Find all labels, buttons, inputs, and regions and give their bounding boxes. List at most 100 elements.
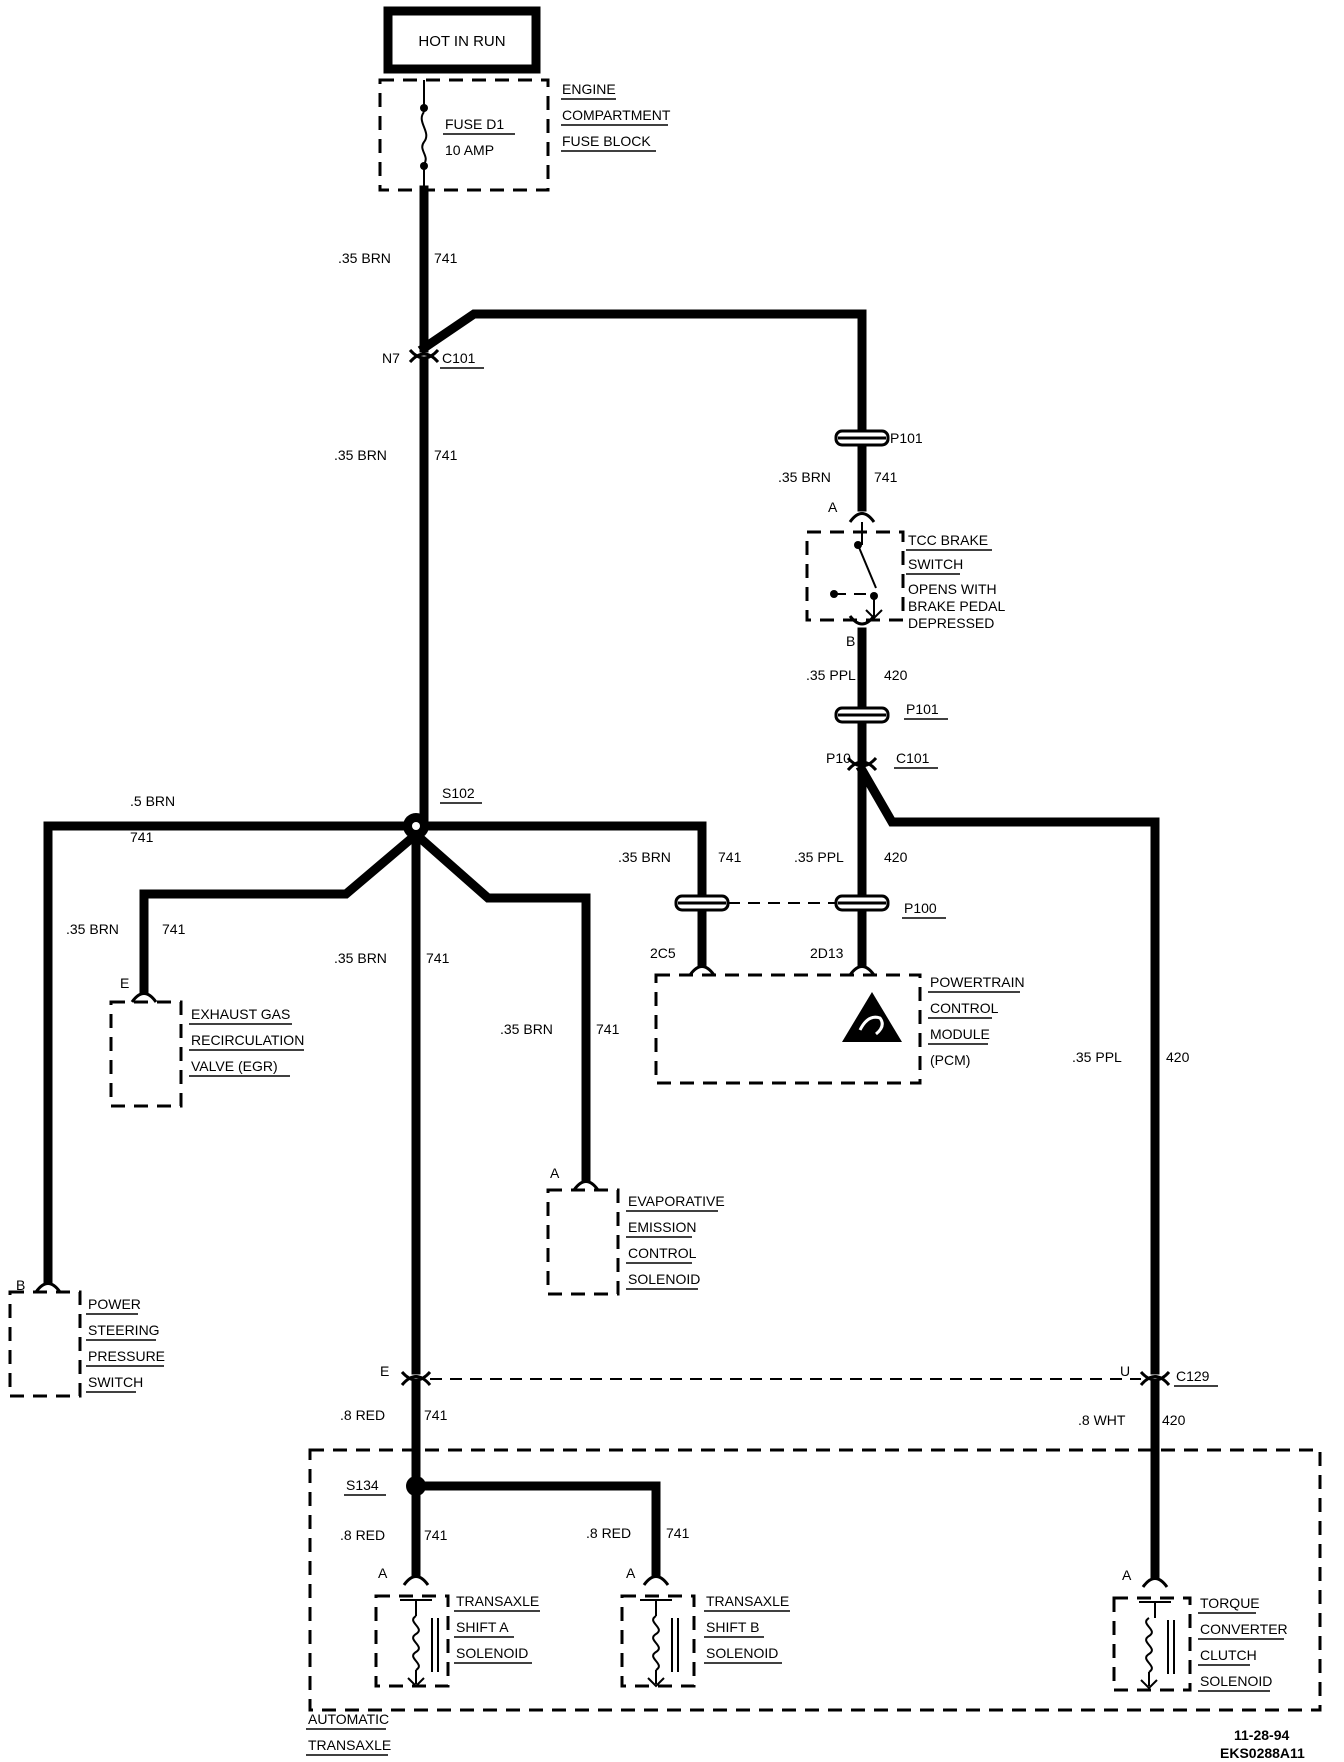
tcc-switch-label-3: OPENS WITH: [908, 581, 997, 597]
tcc-switch-label-5: DEPRESSED: [908, 615, 994, 631]
s102-branches: [43, 813, 707, 1375]
footer-code: EKS0288A11: [1220, 1745, 1305, 1761]
wire-circuit: 420: [1162, 1412, 1186, 1428]
tcc-pin-a: A: [828, 499, 838, 515]
tcc-switch-label-2: SWITCH: [908, 556, 963, 572]
egr-pin-e: E: [120, 975, 129, 991]
wire-circuit: 741: [666, 1525, 690, 1541]
wire-gauge: .35 PPL: [806, 667, 856, 683]
tcc-sol-label-4: SOLENOID: [1200, 1673, 1272, 1689]
wire-gauge: .35 PPL: [1072, 1049, 1122, 1065]
tcc-pin-b: B: [846, 633, 855, 649]
wire-gauge: .35 BRN: [334, 950, 387, 966]
connector-n7: N7: [382, 350, 400, 366]
fuse-block-label-1: ENGINE: [562, 81, 616, 97]
wire-circuit: 420: [1166, 1049, 1190, 1065]
transaxle-label-2: TRANSAXLE: [308, 1737, 391, 1753]
static-sensitive-icon: [842, 992, 902, 1042]
pcm-pin-2c5: 2C5: [650, 945, 676, 961]
shift-a-solenoid: [374, 1594, 450, 1688]
egr-label-2: RECIRCULATION: [191, 1032, 304, 1048]
footer-date: 11-28-94: [1234, 1727, 1289, 1743]
wire-gauge: .35 BRN: [334, 447, 387, 463]
tcc-sol-label-1: TORQUE: [1200, 1595, 1260, 1611]
pcm-pin-2d13: 2D13: [810, 945, 844, 961]
fuse-block-label-2: COMPARTMENT: [562, 107, 671, 123]
evap-solenoid: [546, 1188, 620, 1296]
fuse-block: FUSE D1 10 AMP ENGINE COMPARTMENT FUSE B…: [378, 78, 671, 192]
wire-gauge: .8 WHT: [1078, 1412, 1126, 1428]
wire-circuit: 741: [596, 1021, 620, 1037]
egr-label-3: VALVE (EGR): [191, 1058, 278, 1074]
connector-p101-lower: P101: [906, 701, 939, 717]
tcc-brake-switch: [805, 522, 905, 622]
pcm-label-4: (PCM): [930, 1052, 970, 1068]
tcc-switch-label-4: BRAKE PEDAL: [908, 598, 1005, 614]
wire-gauge: .35 BRN: [338, 250, 391, 266]
connector-c129: C129: [1176, 1368, 1210, 1384]
c129-pin-e: E: [380, 1363, 389, 1379]
splice-s134-label: S134: [346, 1477, 379, 1493]
pcm-label-3: MODULE: [930, 1026, 990, 1042]
wire-gauge: .35 BRN: [66, 921, 119, 937]
ps-label-2: STEERING: [88, 1322, 160, 1338]
wire-circuit: 741: [162, 921, 186, 937]
transaxle-enclosure: [308, 1448, 1322, 1712]
connector-p100: P100: [904, 900, 937, 916]
pcm-label-2: CONTROL: [930, 1000, 999, 1016]
wire-gauge: .8 RED: [586, 1525, 631, 1541]
evap-label-4: SOLENOID: [628, 1271, 700, 1287]
wire-circuit: 741: [718, 849, 742, 865]
tcc-sol-label-2: CONVERTER: [1200, 1621, 1288, 1637]
main-wires: [417, 185, 1160, 1579]
s134-splice: [406, 1476, 426, 1496]
wire-gauge: .35 BRN: [778, 469, 831, 485]
egr-label-1: EXHAUST GAS: [191, 1006, 290, 1022]
pcm-module: [654, 973, 922, 1085]
wire-circuit: 420: [884, 849, 908, 865]
connector-labels: N7 C101 P101 A B P101 P10 C101 P100 2C5 …: [16, 350, 1218, 1583]
wire-gauge: .8 RED: [340, 1407, 385, 1423]
connector-c101-lower: C101: [896, 750, 930, 766]
shift-b-pin: A: [626, 1565, 636, 1581]
wire-gauge: .5 BRN: [130, 793, 175, 809]
wire-circuit: 741: [874, 469, 898, 485]
tcc-sol-label-3: CLUTCH: [1200, 1647, 1257, 1663]
wire-circuit: 741: [434, 250, 458, 266]
ps-label-4: SWITCH: [88, 1374, 143, 1390]
wire-circuit: 741: [424, 1407, 448, 1423]
wire-labels: .35 BRN 741 .35 BRN 741 .35 BRN 741 .35 …: [66, 250, 1190, 1543]
fuse-name: FUSE D1: [445, 116, 504, 132]
tcc-solenoid: [1112, 1596, 1192, 1692]
wire-circuit: 741: [424, 1527, 448, 1543]
fuse-symbol: [420, 111, 428, 165]
wire-gauge: .35 PPL: [794, 849, 844, 865]
tcc-sol-pin: A: [1122, 1567, 1132, 1583]
transaxle-wires: [406, 1380, 661, 1577]
transaxle-label-1: AUTOMATIC: [308, 1711, 389, 1727]
hot-in-run-label: HOT IN RUN: [418, 33, 505, 50]
hot-in-run-box: HOT IN RUN: [383, 6, 541, 74]
shift-a-label-1: TRANSAXLE: [456, 1593, 539, 1609]
shift-a-pin: A: [378, 1565, 388, 1581]
wire-gauge: .35 BRN: [500, 1021, 553, 1037]
fuse-rating: 10 AMP: [445, 142, 494, 158]
shift-a-label-2: SHIFT A: [456, 1619, 509, 1635]
ps-pin-b: B: [16, 1277, 25, 1293]
connector-c101-top: C101: [442, 350, 476, 366]
wire-circuit: 741: [130, 829, 154, 845]
power-steering-switch: [8, 1290, 82, 1398]
splice-s102-label: S102: [442, 785, 475, 801]
wire-circuit: 741: [434, 447, 458, 463]
shift-b-label-1: TRANSAXLE: [706, 1593, 789, 1609]
shift-b-label-3: SOLENOID: [706, 1645, 778, 1661]
pcm-label-1: POWERTRAIN: [930, 974, 1025, 990]
c129-pin-u: U: [1120, 1363, 1130, 1379]
wire-circuit: 420: [884, 667, 908, 683]
evap-label-1: EVAPORATIVE: [628, 1193, 725, 1209]
evap-label-3: CONTROL: [628, 1245, 697, 1261]
shift-a-label-3: SOLENOID: [456, 1645, 528, 1661]
wire-circuit: 741: [426, 950, 450, 966]
fuse-block-label-3: FUSE BLOCK: [562, 133, 651, 149]
